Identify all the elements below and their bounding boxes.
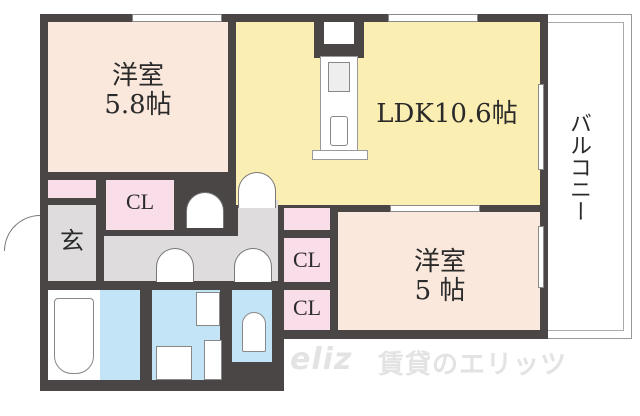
bathroom <box>100 290 140 380</box>
window-ldk-side <box>538 84 544 170</box>
window-room-1 <box>132 14 222 22</box>
storage-shelf <box>204 340 222 380</box>
washbasin-icon <box>196 292 220 326</box>
door-room-1 <box>186 192 224 228</box>
closet-2 <box>284 238 330 282</box>
room-name: 洋室 <box>111 61 164 91</box>
fridge-space <box>324 22 354 44</box>
kitchen-counter-end <box>312 150 368 160</box>
window-ldk-top <box>388 14 478 22</box>
washing-machine-pan-icon <box>156 346 192 380</box>
closet-top-strip <box>284 208 330 230</box>
western-room-1-label: 洋室 5.8帖 <box>88 62 188 119</box>
sink-icon <box>330 116 348 146</box>
toilet-icon <box>242 312 266 352</box>
door-bath <box>156 248 194 282</box>
closet-2-label: CL <box>292 247 322 272</box>
ldk-room <box>236 22 540 205</box>
door-toilet <box>234 248 272 282</box>
watermark-logo: eliz <box>290 342 353 377</box>
closet-3-label: CL <box>292 295 322 320</box>
western-room-2 <box>338 212 540 330</box>
closet-1 <box>106 180 174 230</box>
balcony-label: バルコニー <box>566 112 591 222</box>
western-room-1 <box>48 22 228 172</box>
closet-1-label: CL <box>125 189 155 214</box>
watermark-text: 賃貸のエリッツ <box>378 350 568 380</box>
western-room-2-label: 洋室 5 帖 <box>390 248 490 305</box>
entrance-label: 玄 <box>60 227 84 255</box>
closet-1-side <box>48 180 96 198</box>
room-size: 5.8帖 <box>104 89 172 120</box>
entrance-door-swing <box>4 215 40 251</box>
entrance <box>48 205 96 281</box>
bathtub-icon <box>54 298 94 374</box>
room-name: 洋室 <box>413 247 466 277</box>
room-size: 5 帖 <box>414 275 466 306</box>
window-room-2-side <box>538 226 544 288</box>
window-room-2-top <box>390 205 480 212</box>
balcony <box>540 14 632 339</box>
door-ldk <box>238 172 276 208</box>
closet-3 <box>284 290 330 330</box>
stove-icon <box>328 62 350 92</box>
ldk-label: LDK10.6帖 <box>376 99 518 129</box>
